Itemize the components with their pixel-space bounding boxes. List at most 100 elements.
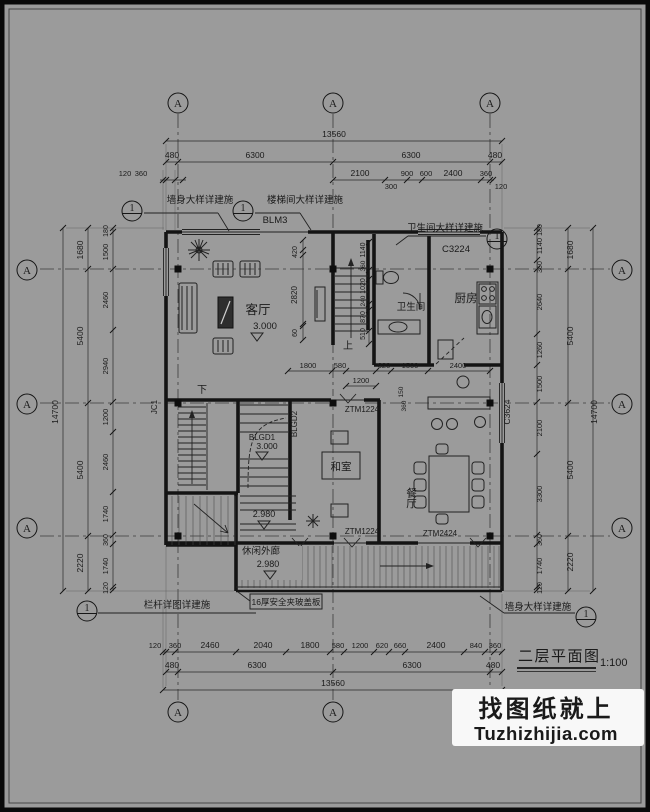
inner-border: [8, 8, 642, 804]
dim-label: 360: [360, 260, 367, 271]
axis-label: A: [618, 399, 626, 411]
watermark-box: [452, 689, 644, 746]
dim-label: 1140: [360, 242, 367, 257]
drawing-title: 二层平面图: [518, 648, 601, 665]
axis-bubble: A: [16, 259, 38, 281]
stair-down-label: 下: [197, 385, 207, 396]
axis-label: A: [174, 707, 182, 719]
title-block: 二层平面图 1:100: [517, 648, 628, 672]
room-label-living: 客厅: [245, 302, 270, 317]
axis-bubble: A: [167, 701, 189, 723]
axis-bubble: A: [322, 92, 344, 114]
detail-callout-bubble: 1: [486, 228, 508, 250]
dim-label: 2220: [565, 552, 575, 571]
veranda-slope-arrow: [426, 563, 434, 569]
dim-label: 60: [292, 329, 299, 337]
tatami-table: [321, 451, 361, 480]
stair-up-arrow: [348, 258, 354, 266]
axis-bubble: A: [16, 393, 38, 415]
dim-label: 1020: [360, 278, 367, 294]
dim-label: 120: [149, 641, 162, 650]
dim-label: 1800: [301, 640, 320, 650]
level-veranda-step: 2.980: [253, 509, 276, 519]
doors: [260, 228, 487, 548]
dim-label: 360: [135, 169, 148, 178]
chair: [435, 513, 449, 525]
dim-label: 2640: [535, 294, 544, 311]
axis-bubble: A: [322, 701, 344, 723]
chair: [413, 478, 427, 492]
callout-leaders: [98, 212, 575, 614]
watermark-site-name: Tuzhizhijia.com: [474, 723, 618, 744]
axis-bubble: A: [611, 517, 633, 539]
dim-label: 360: [169, 641, 182, 650]
dim-label: 3300: [535, 486, 544, 503]
dim-label: 360: [537, 261, 544, 273]
chair: [471, 478, 485, 492]
axis-bubble: A: [611, 393, 633, 415]
toilet-bowl: [383, 271, 399, 284]
dim-label: 480: [486, 660, 500, 670]
dim-label: 480: [165, 660, 179, 670]
detail-callout-bubble: 1: [76, 600, 98, 622]
stool: [446, 418, 458, 430]
dim-label: 360: [401, 400, 408, 411]
callout-number: 1: [130, 203, 135, 214]
axis-label: A: [618, 523, 626, 535]
veranda: [236, 546, 502, 588]
dim-label: 5400: [565, 326, 575, 345]
chair: [413, 461, 427, 475]
landing-treads: [240, 495, 296, 531]
dim-label: 6300: [402, 150, 421, 160]
watermark: 找图纸就上 Tuzhizhijia.com: [452, 689, 644, 746]
room-label-tatami: 和室: [331, 460, 352, 473]
dim-label: 5400: [75, 460, 85, 479]
axis-bubble: A: [479, 92, 501, 114]
chair: [471, 495, 485, 509]
dim-label: 1200: [353, 376, 370, 385]
dim-label: 1800: [300, 361, 317, 370]
dim-label: 480: [165, 150, 179, 160]
armchair: [212, 260, 234, 278]
detail-callout-bubble: 1: [575, 606, 597, 628]
room-label-bath: 卫生间: [397, 301, 426, 313]
callout-number: 1: [584, 609, 589, 620]
callout-number: 1: [241, 203, 246, 214]
code-window-right: C3624: [502, 399, 512, 424]
dim-label: 580: [332, 641, 345, 650]
axis-bubble: A: [167, 92, 189, 114]
dim-label: 620: [378, 361, 391, 370]
axis-label: A: [23, 523, 31, 535]
dim-label: 870: [360, 311, 367, 323]
cabinet: [314, 286, 326, 322]
dim-label: 1200: [101, 409, 110, 426]
stair-top-treads: [335, 267, 368, 332]
plant-icon: [188, 239, 210, 261]
dim-label: 2460: [201, 640, 220, 650]
code-door-tatami-s: ZTM1224: [345, 527, 380, 536]
dim-label: 1500: [402, 361, 419, 370]
dim-label: 480: [488, 150, 502, 160]
cushion: [330, 430, 349, 445]
axis-label: A: [23, 265, 31, 277]
dim-label: 1740: [101, 506, 110, 523]
vanity: [377, 319, 421, 335]
sofa: [178, 282, 198, 334]
furniture-living: [178, 239, 326, 355]
dim-label: 180: [103, 225, 110, 237]
outdoor-stair-arrow: [193, 503, 229, 534]
structural-columns: [174, 265, 494, 540]
glass-note-box: [249, 593, 323, 610]
armchair: [239, 260, 261, 278]
stool: [431, 418, 443, 430]
dim-label: 2100: [535, 420, 544, 437]
drawing-scale: 1:100: [600, 657, 628, 669]
bath-door-arc: [402, 292, 421, 311]
dim-label: 120: [495, 182, 508, 191]
dim-label: 2940: [101, 358, 110, 375]
axis-label: A: [486, 98, 494, 110]
dim-label: 2460: [101, 454, 110, 471]
